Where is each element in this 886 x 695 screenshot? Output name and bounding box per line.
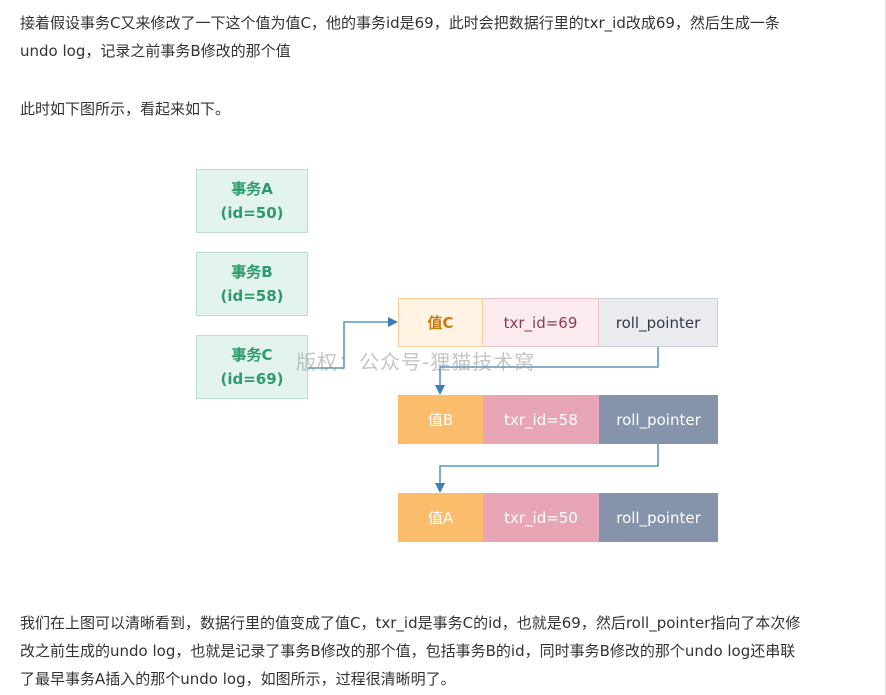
row-roll-pointer-cell: roll_pointer — [599, 298, 718, 347]
transaction-id: (id=58) — [220, 287, 284, 305]
paragraph-figure-intro: 此时如下图所示，看起来如下。 — [20, 95, 860, 123]
row-roll-pointer-cell: roll_pointer — [599, 395, 718, 444]
row-txr-id-cell: txr_id=50 — [483, 493, 599, 542]
row-txr-id-cell: txr_id=58 — [483, 395, 599, 444]
transaction-b-box: 事务B (id=58) — [196, 252, 308, 316]
undo-log-row-a: 值A txr_id=50 roll_pointer — [398, 493, 718, 542]
transaction-a-box: 事务A (id=50) — [196, 169, 308, 233]
row-value-cell: 值C — [398, 298, 483, 347]
row-value-cell: 值A — [398, 493, 483, 542]
transaction-id: (id=69) — [220, 370, 284, 388]
undo-log-row-b: 值B txr_id=58 roll_pointer — [398, 395, 718, 444]
paragraph-line: 接着假设事务C又来修改了一下这个值为值C，他的事务id是69，此时会把数据行里的… — [20, 14, 780, 32]
transaction-name: 事务A — [231, 180, 273, 198]
arrow-undo-b-to-undo-a — [435, 444, 659, 493]
row-txr-id-cell: txr_id=69 — [483, 298, 599, 347]
paragraph-line: undo log，记录之前事务B修改的那个值 — [20, 42, 291, 60]
paragraph-line: 改之前生成的undo log，也就是记录了事务B修改的那个值，包括事务B的id，… — [20, 642, 796, 660]
paragraph-conclusion: 我们在上图可以清晰看到，数据行里的值变成了值C，txr_id是事务C的id，也就… — [20, 609, 860, 693]
data-row-current: 值C txr_id=69 roll_pointer — [398, 298, 718, 347]
transaction-id: (id=50) — [220, 204, 284, 222]
paragraph-line: 了最早事务A插入的那个undo log，如图所示，过程很清晰明了。 — [20, 670, 456, 688]
paragraph-line: 我们在上图可以清晰看到，数据行里的值变成了值C，txr_id是事务C的id，也就… — [20, 614, 801, 632]
paragraph-intro: 接着假设事务C又来修改了一下这个值为值C，他的事务id是69，此时会把数据行里的… — [20, 9, 860, 65]
paragraph-line: 此时如下图所示，看起来如下。 — [20, 100, 231, 118]
transaction-c-box: 事务C (id=69) — [196, 335, 308, 399]
transaction-name: 事务B — [231, 263, 273, 281]
watermark-text: 版权：公众号-狸猫技术窝 — [296, 350, 536, 374]
transaction-name: 事务C — [231, 346, 273, 364]
row-value-cell: 值B — [398, 395, 483, 444]
row-roll-pointer-cell: roll_pointer — [599, 493, 718, 542]
